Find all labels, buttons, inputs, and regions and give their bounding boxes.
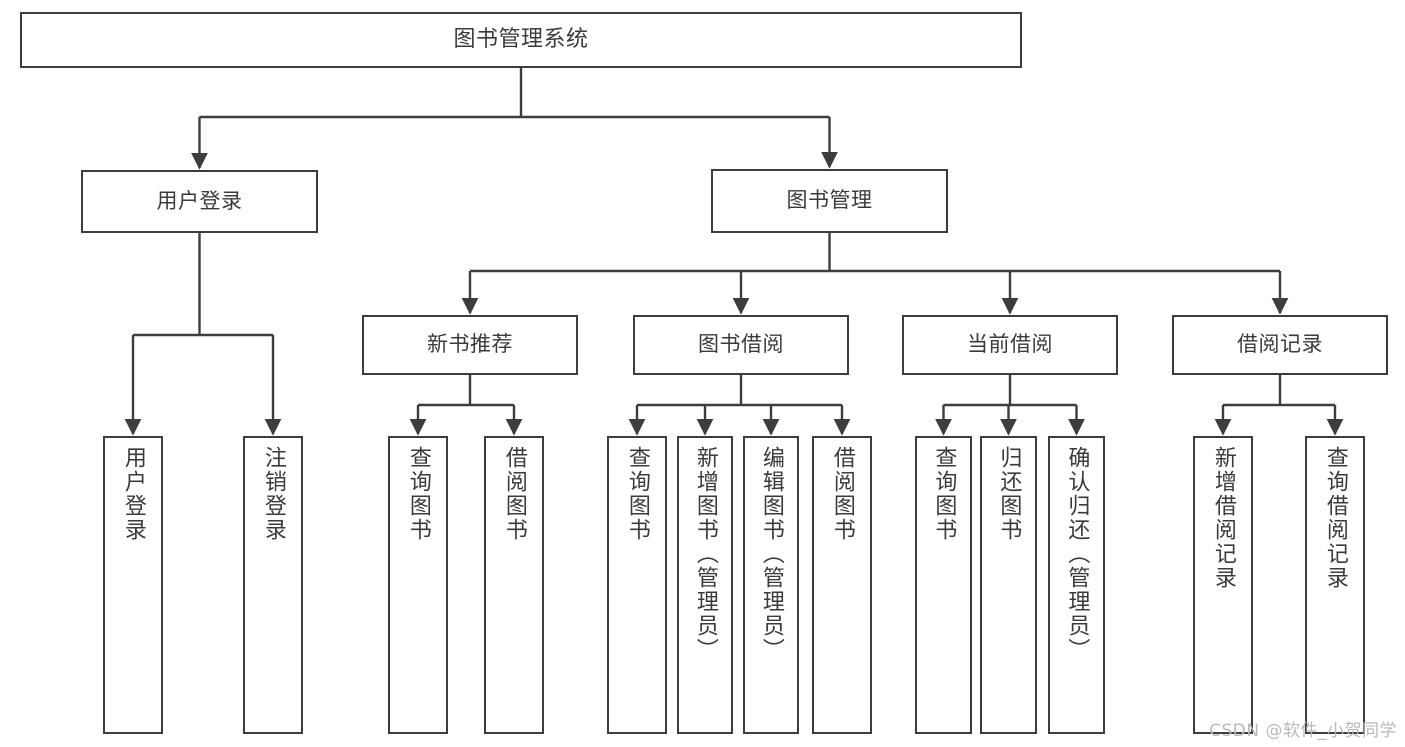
node-label-leaf-4: 借阅图书	[501, 446, 527, 542]
node-leaf-8[interactable]: 借阅图书	[812, 436, 872, 734]
node-leaf-13[interactable]: 查询借阅记录	[1305, 436, 1365, 734]
node-leaf-2[interactable]: 注销登录	[243, 436, 303, 734]
node-label-leaf-6: 新增图书（管理员）	[692, 446, 718, 662]
node-leaf-5[interactable]: 查询图书	[607, 436, 667, 734]
node-leaf-11[interactable]: 确认归还（管理员）	[1048, 436, 1105, 734]
edge-bus-cur-borrow	[943, 375, 1077, 407]
node-label-leaf-13: 查询借阅记录	[1322, 446, 1348, 590]
node-label-leaf-9: 查询图书	[931, 446, 957, 542]
node-leaf-3[interactable]: 查询图书	[388, 436, 448, 734]
node-book-mgmt[interactable]: 图书管理	[711, 169, 948, 233]
node-label-leaf-11: 确认归还（管理员）	[1064, 446, 1090, 662]
node-borrow-rec[interactable]: 借阅记录	[1172, 315, 1388, 375]
node-label-book-borrow: 图书借阅	[698, 332, 784, 357]
edge-bus-book-mgmt	[470, 233, 1280, 273]
edge-bus-new-book-rec	[418, 375, 514, 407]
edge-bus-root	[199, 68, 830, 119]
node-label-cur-borrow: 当前借阅	[967, 332, 1053, 357]
node-leaf-12[interactable]: 新增借阅记录	[1193, 436, 1253, 734]
node-label-leaf-7: 编辑图书（管理员）	[758, 446, 784, 662]
node-label-leaf-3: 查询图书	[405, 446, 431, 542]
node-user-login[interactable]: 用户登录	[81, 170, 318, 233]
node-label-root: 图书管理系统	[453, 26, 589, 52]
node-label-user-login: 用户登录	[156, 188, 243, 213]
node-label-leaf-10: 归还图书	[996, 446, 1022, 542]
node-leaf-1[interactable]: 用户登录	[103, 436, 163, 734]
edge-bus-borrow-rec	[1223, 375, 1335, 407]
node-label-new-book-rec: 新书推荐	[427, 332, 513, 357]
node-label-leaf-5: 查询图书	[624, 446, 650, 542]
node-label-leaf-1: 用户登录	[120, 446, 146, 542]
node-label-book-mgmt: 图书管理	[786, 188, 873, 213]
edge-bus-book-borrow	[637, 375, 842, 407]
watermark: CSDN @软件_小贺同学	[1209, 721, 1397, 741]
node-leaf-9[interactable]: 查询图书	[915, 436, 972, 734]
edge-bus-user-login	[133, 233, 273, 337]
node-leaf-7[interactable]: 编辑图书（管理员）	[743, 436, 799, 734]
node-label-leaf-2: 注销登录	[260, 446, 286, 542]
node-book-borrow[interactable]: 图书借阅	[633, 315, 849, 375]
node-leaf-10[interactable]: 归还图书	[980, 436, 1037, 734]
node-root[interactable]: 图书管理系统	[20, 12, 1022, 68]
node-cur-borrow[interactable]: 当前借阅	[902, 315, 1118, 375]
node-label-leaf-8: 借阅图书	[829, 446, 855, 542]
node-leaf-6[interactable]: 新增图书（管理员）	[677, 436, 733, 734]
node-new-book-rec[interactable]: 新书推荐	[362, 315, 578, 375]
node-leaf-4[interactable]: 借阅图书	[484, 436, 544, 734]
node-label-borrow-rec: 借阅记录	[1237, 332, 1323, 357]
node-label-leaf-12: 新增借阅记录	[1210, 446, 1236, 590]
